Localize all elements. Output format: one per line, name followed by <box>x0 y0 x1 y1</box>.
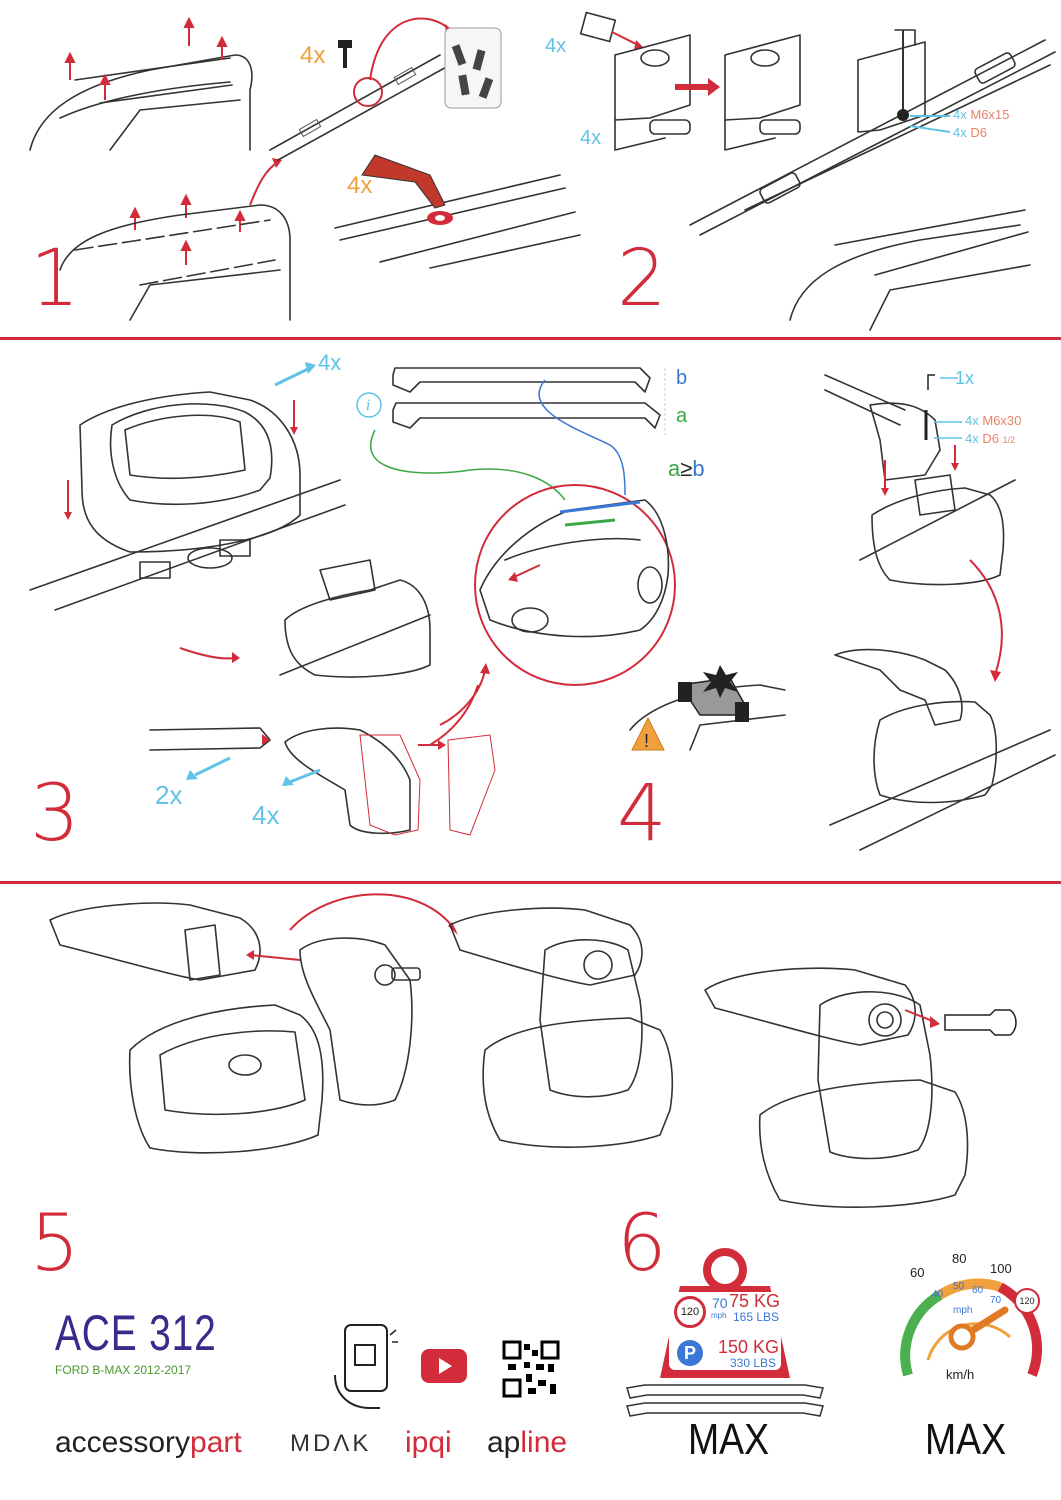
brand-accessorypart-a: accessory <box>55 1426 191 1459</box>
measure-rule: a≥b <box>668 456 705 481</box>
bolt-spec: M6x15 <box>970 107 1010 122</box>
lock-cover-illustration <box>49 893 1017 1208</box>
product-model: ACE 312 <box>55 1305 217 1361</box>
speedo-inner-60: 60 <box>972 1285 984 1296</box>
speedo-inner-70: 70 <box>990 1295 1002 1306</box>
bolt-qty: 4x <box>953 107 967 122</box>
screw-quantity: 4x <box>300 42 326 69</box>
washer-spec: D6 <box>970 125 987 140</box>
washer-d6-qty: 4x <box>965 431 979 446</box>
lbs-driving: 165 LBS <box>733 1310 780 1324</box>
speedo-outer-80: 80 <box>952 1251 967 1266</box>
washer-d6-spec: D6 <box>982 431 999 446</box>
measure-a-label: a <box>676 405 688 427</box>
brand-apline-a: ap <box>487 1426 521 1459</box>
step-number-3: 3 <box>30 769 80 859</box>
product-vehicle: FORD B-MAX 2012-2017 <box>55 1363 192 1377</box>
brand-accessorypart-b: part <box>190 1426 242 1459</box>
speedo-inner-40: 40 <box>932 1289 944 1300</box>
load-max-label: MAX <box>688 1415 770 1464</box>
speedo-limit-sign: 120 <box>1014 1288 1040 1314</box>
washer-qty: 4x <box>953 125 967 140</box>
kg-parked: 150 KG <box>718 1337 780 1357</box>
load-weight-badge <box>626 1248 824 1417</box>
seal-quantity: 4x <box>347 172 373 199</box>
brand-apline: apline <box>487 1428 567 1458</box>
endcap-quantity: 2x <box>155 780 183 810</box>
step-number-2: 2 <box>617 234 667 324</box>
section-divider-bottom <box>0 881 1061 884</box>
brand-ipqi: ipqi <box>405 1426 452 1459</box>
cover-quantity: 4x <box>252 800 280 830</box>
washer-spec-label: 4x D6 <box>953 126 987 139</box>
speedo-outer-100: 100 <box>990 1261 1012 1276</box>
bolt-m6x30-spec: M6x30 <box>982 413 1022 428</box>
bracket-quantity: 4x <box>580 127 602 149</box>
speed-max-label: MAX <box>925 1415 1007 1464</box>
youtube-icon[interactable] <box>421 1349 467 1383</box>
clamp-assembly-illustration: ! <box>629 374 1056 851</box>
cover-quantity-top: 4x <box>318 350 342 375</box>
washer-d6-sub: 1/2 <box>1002 435 1016 445</box>
car-roof-rails-illustration <box>29 16 581 321</box>
washer-d6-label: 4x D6 1/2 <box>965 432 1015 445</box>
bolt-m6x30-label: 4x M6x30 <box>965 414 1021 427</box>
phone-qr-icon <box>334 1324 398 1409</box>
kg-driving: 75 KG <box>729 1291 781 1311</box>
brand-mdak: MDΛK <box>290 1430 372 1457</box>
measure-b-label: b <box>676 367 688 389</box>
mounting-bracket-illustration <box>579 11 1056 331</box>
tool-quantity: 1x <box>955 368 975 388</box>
bolt-m6x30-qty: 4x <box>965 413 979 428</box>
plate-quantity: 4x <box>545 35 567 57</box>
speedo-outer-60: 60 <box>910 1265 925 1280</box>
speedo-unit: km/h <box>946 1367 975 1382</box>
speed-70-value: 70 <box>712 1295 728 1311</box>
bolt-spec-label: 4x M6x15 <box>953 108 1009 121</box>
speed-mph-unit: mph <box>711 1311 727 1320</box>
brand-accessorypart: accessorypart <box>55 1428 242 1458</box>
step-number-6: 6 <box>617 1199 667 1289</box>
step-number-5: 5 <box>30 1199 80 1289</box>
parking-icon: P <box>677 1340 703 1366</box>
speedometer-gauge <box>900 1278 1043 1377</box>
speedo-inner-50: 50 <box>953 1281 965 1292</box>
qr-code-icon[interactable] <box>502 1340 560 1398</box>
speed-limit-sign: 120 <box>674 1296 706 1328</box>
foot-assembly-illustration: i <box>29 362 676 836</box>
step-number-4: 4 <box>617 769 667 859</box>
section-divider-top <box>0 337 1061 340</box>
brand-apline-b: line <box>520 1426 568 1459</box>
svg-text:i: i <box>366 398 370 414</box>
speedo-mph-unit: mph <box>953 1305 973 1316</box>
lbs-parked: 330 LBS <box>730 1356 777 1370</box>
svg-text:!: ! <box>644 731 649 751</box>
